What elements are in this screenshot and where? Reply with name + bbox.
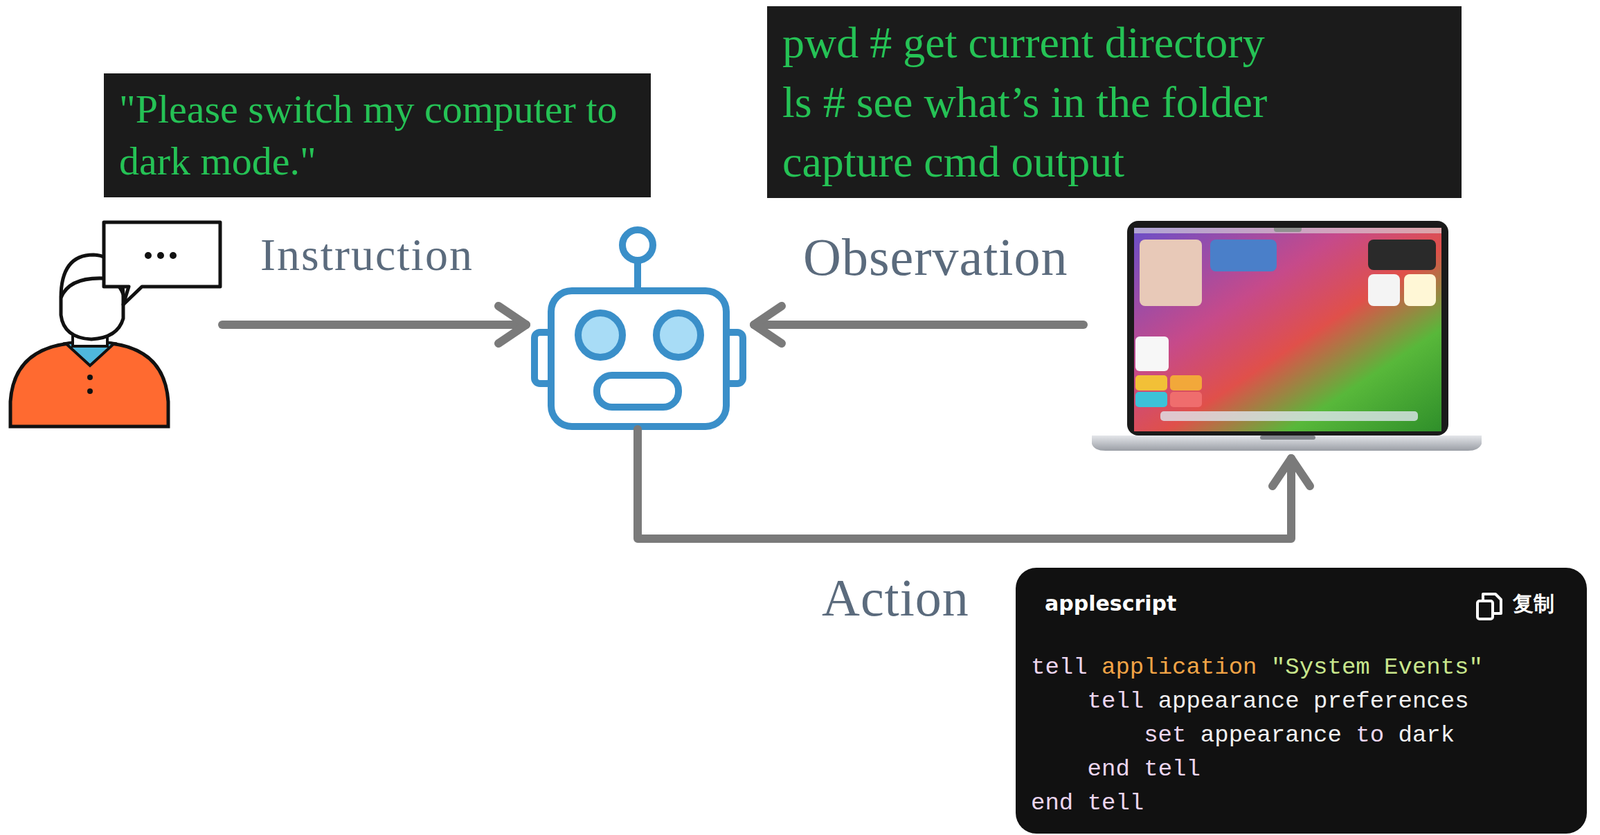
instruction-box: "Please switch my computer to dark mode.…: [103, 73, 651, 198]
code-token: end: [1030, 789, 1074, 817]
flow-arrows: [222, 306, 1310, 539]
code-token: end: [1087, 756, 1130, 783]
code-line: set appearance to dark: [1030, 718, 1567, 753]
code-token: tell: [1087, 789, 1145, 817]
command-line: pwd # get current directory: [782, 13, 1447, 73]
code-token: tell: [1087, 688, 1145, 715]
code-line: tell application "System Events": [1030, 650, 1567, 685]
code-line: tell appearance preferences: [1030, 684, 1567, 719]
command-line: ls # see what’s in the folder: [782, 72, 1447, 133]
code-token: application: [1101, 654, 1257, 681]
code-token: set: [1143, 722, 1186, 749]
code-token: appearance: [1158, 688, 1300, 715]
robot-icon: [534, 229, 743, 427]
code-body: tell application "System Events"tell app…: [1015, 639, 1587, 831]
code-token: preferences: [1313, 688, 1469, 715]
code-token: "System Events": [1271, 654, 1483, 681]
edge-label: Instruction: [260, 229, 474, 281]
instruction-text: "Please switch my computer to dark mode.…: [119, 83, 635, 188]
code-token: appearance: [1200, 722, 1342, 749]
code-header: applescript 复制: [1015, 567, 1587, 640]
edge-label: Action: [821, 569, 970, 628]
laptop-picture: [1091, 220, 1482, 451]
code-token: tell: [1030, 654, 1088, 681]
code-token: to: [1355, 722, 1384, 749]
code-token: dark: [1398, 722, 1456, 749]
edge-label: Observation: [803, 228, 1068, 287]
code-line: end tell: [1030, 786, 1567, 821]
copy-label: 复制: [1512, 588, 1555, 619]
code-box: applescript 复制 tell application "System Ev…: [1015, 567, 1587, 834]
code-line: end tell: [1030, 752, 1567, 787]
command-line: capture cmd output: [782, 132, 1447, 192]
language-label: applescript: [1044, 588, 1177, 619]
person-icon: [10, 222, 221, 427]
observation-box: pwd # get current directoryls # see what…: [767, 6, 1462, 199]
code-token: tell: [1143, 756, 1201, 783]
